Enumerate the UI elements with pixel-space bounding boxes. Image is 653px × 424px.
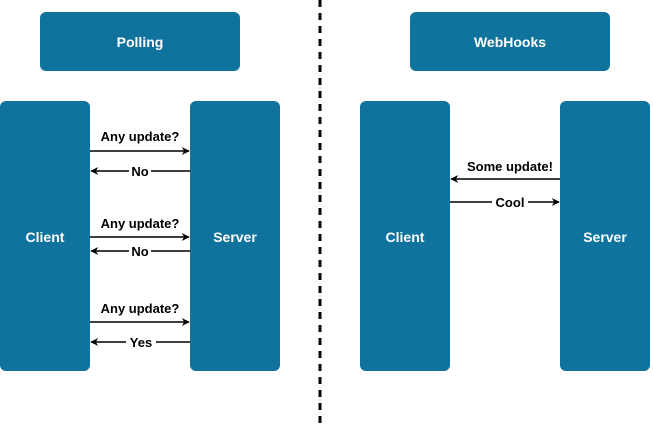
webhooks-client-box: [360, 101, 450, 371]
polling-client-box: [0, 101, 90, 371]
polling-request-label-2: Any update?: [101, 216, 180, 231]
polling-response-label-bg-1: [129, 163, 151, 179]
polling-response-label-bg-3: [126, 334, 156, 350]
polling-title-box: [40, 12, 240, 71]
polling-title: Polling: [117, 34, 164, 50]
webhooks-section: WebHooks Client Server Some update! Cool: [360, 12, 650, 371]
webhooks-server-label: Server: [583, 229, 627, 245]
polling-request-label-1: Any update?: [101, 129, 180, 144]
webhooks-server-box: [560, 101, 650, 371]
polling-response-label-2: No: [131, 244, 148, 259]
polling-response-label-bg-2: [129, 243, 151, 259]
polling-client-label: Client: [26, 229, 65, 245]
polling-server-label: Server: [213, 229, 257, 245]
polling-server-box: [190, 101, 280, 371]
webhooks-title: WebHooks: [474, 34, 546, 50]
polling-request-label-3: Any update?: [101, 301, 180, 316]
webhooks-ack-label-bg: [492, 194, 528, 210]
polling-response-label-3: Yes: [130, 335, 152, 350]
webhooks-title-box: [410, 12, 610, 71]
polling-response-label-1: No: [131, 164, 148, 179]
polling-section: Polling Client Server Any update? No Any…: [0, 12, 280, 371]
webhooks-push-label: Some update!: [467, 159, 553, 174]
webhooks-client-label: Client: [386, 229, 425, 245]
webhooks-ack-label: Cool: [496, 195, 525, 210]
